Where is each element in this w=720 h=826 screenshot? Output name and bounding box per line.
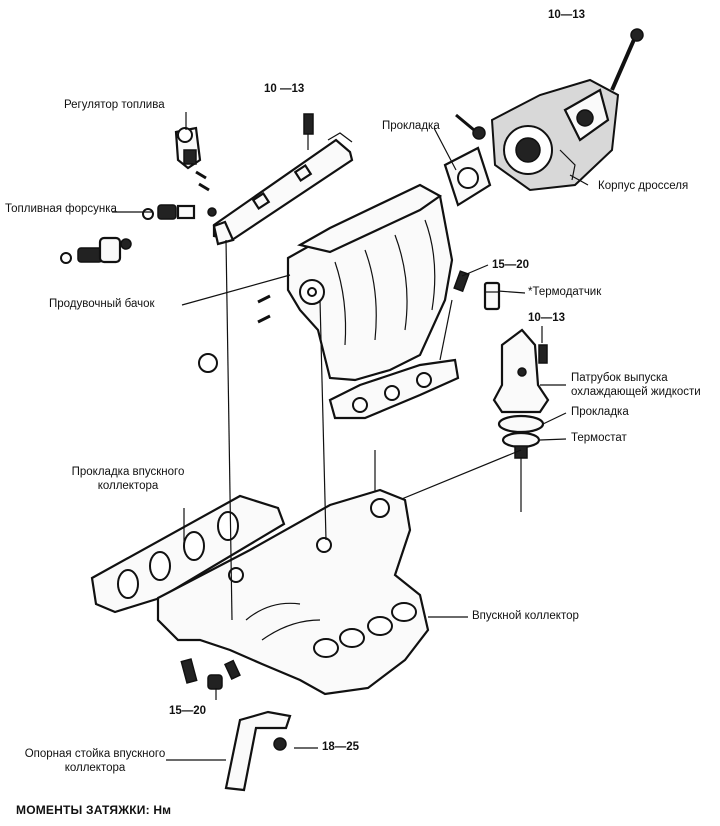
label-surge-tank: Продувочный бачок — [49, 298, 155, 310]
label-coolant-outlet-line2: охлаждающей жидкости — [571, 386, 701, 398]
coolant-outlet-part — [492, 328, 550, 414]
fuel-rail-part — [212, 132, 354, 246]
intake-manifold-part — [156, 488, 430, 696]
thermo-sensor-part — [483, 281, 501, 311]
label-outlet-gasket: Прокладка — [571, 406, 629, 418]
guide-lines — [225, 239, 453, 621]
surge-tank-gasket — [328, 358, 460, 420]
outlet-gasket-part — [497, 414, 545, 434]
fuel-injector-upper — [142, 204, 217, 220]
label-manifold-gasket-line2: коллектора — [97, 480, 159, 492]
throttle-body-part — [490, 78, 620, 192]
label-manifold-stay-line1: Опорная стойка впускного — [24, 748, 166, 760]
label-thermo-sensor: *Термодатчик — [528, 286, 602, 298]
throttle-gasket-part — [443, 146, 492, 207]
vacuum-fitting — [455, 113, 486, 140]
thermostat-part — [501, 431, 541, 459]
label-manifold-stay-line2: коллектора — [64, 762, 126, 774]
loose-pins — [198, 294, 271, 373]
label-fuel-regulator: Регулятор топлива — [64, 99, 165, 111]
torque-label-throttle-bolt: 10—13 — [548, 9, 586, 21]
fuel-regulator-part — [174, 126, 210, 192]
throttle-bolt — [610, 28, 644, 91]
label-intake-manifold: Впускной коллектор — [472, 610, 579, 622]
manifold-gasket-part — [90, 494, 286, 614]
torque-units-footer: МОМЕНТЫ ЗАТЯЖКИ: Нм — [16, 803, 172, 817]
rail-bolt — [303, 113, 314, 150]
label-throttle-body: Корпус дросселя — [598, 180, 689, 192]
surge-tank-stud — [453, 270, 470, 293]
torque-label-stay-bolt: 18—25 — [322, 741, 360, 753]
torque-label-outlet-bolt: 10—13 — [528, 312, 566, 324]
leader-lines — [112, 112, 589, 761]
fuel-injector-lower — [60, 236, 132, 264]
label-coolant-outlet-line1: Патрубок выпуска — [571, 372, 668, 384]
torque-label-rail-bolt: 10 —13 — [264, 83, 305, 95]
surge-tank-part — [286, 183, 454, 382]
torque-label-surge-stud: 15—20 — [492, 259, 530, 271]
manifold-stay-part — [224, 710, 292, 792]
label-manifold-gasket-line1: Прокладка впускного — [71, 466, 185, 478]
torque-label-manifold-bolts: 15—20 — [169, 705, 207, 717]
manifold-bolts — [180, 658, 241, 690]
label-thermostat: Термостат — [571, 432, 627, 444]
label-throttle-gasket: Прокладка — [382, 120, 440, 132]
label-fuel-injector: Топливная форсунка — [5, 203, 117, 215]
